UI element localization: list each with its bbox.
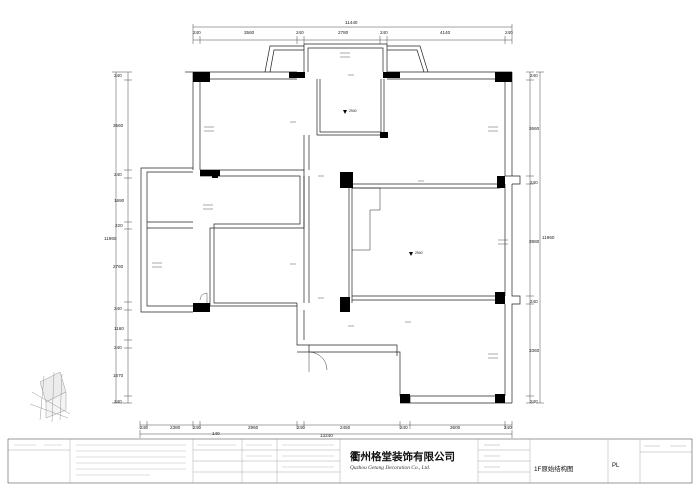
dim-bottom-6: 2450 <box>340 425 351 430</box>
dim-overall-top: 11440 <box>345 20 358 25</box>
dim-overall-bottom: 13240 <box>320 433 333 438</box>
drawing-title: 1F原始结构图 <box>534 464 573 473</box>
dim-left-11: 240 <box>114 399 122 404</box>
dim-left-6: 2760 <box>113 264 124 269</box>
dim-right-5: 240 <box>530 299 538 304</box>
dimension-text-top: 11440 240 3560 240 2780 240 4140 240 <box>193 20 513 35</box>
dimension-text-bottom: 240 2380 240 2960 240 2450 240 3600 240 … <box>140 425 512 438</box>
dim-bottom-7: 240 <box>400 425 408 430</box>
dim-bottom-8: 3600 <box>450 425 461 430</box>
dim-left-1: 240 <box>114 73 122 78</box>
elevation-label-2: 2940 <box>415 251 423 255</box>
dim-right-1: 240 <box>530 73 538 78</box>
dim-top-3: 240 <box>296 30 304 35</box>
drawing-code: PL <box>612 463 620 469</box>
dim-left-3: 240 <box>114 172 122 177</box>
structural-columns <box>193 72 512 403</box>
dim-bottom-9: 240 <box>504 425 512 430</box>
dim-left-9: 240 <box>114 345 122 350</box>
dim-left-5: 220 <box>115 223 123 228</box>
dim-bottom-5: 240 <box>297 425 305 430</box>
dim-left-2: 3560 <box>113 123 124 128</box>
dim-left-7: 240 <box>114 306 122 311</box>
dim-right-3: 240 <box>530 180 538 185</box>
dimension-text-right: 240 3660 240 3980 11960 240 3360 240 <box>529 73 555 404</box>
dim-bottom-3: 240 <box>193 425 201 430</box>
dim-top-4: 2780 <box>338 30 349 35</box>
dim-bottom-4: 2960 <box>248 425 259 430</box>
dim-overall-right: 11960 <box>542 235 555 240</box>
elevation-label-1: 2940 <box>349 109 357 113</box>
dimension-lines <box>112 24 544 438</box>
company-name-cn: 衢州格堂装饰有限公司 <box>350 450 455 463</box>
dim-right-6: 3360 <box>529 348 540 353</box>
company-name-en: Quzhou Getang Decoration Co., Ltd. <box>350 465 430 471</box>
dim-bottom-1: 240 <box>140 425 148 430</box>
dim-bottom-sub: 140 <box>212 431 220 436</box>
elevation-marker-2: 2940 <box>409 251 423 256</box>
company-logo-watermark <box>29 371 71 423</box>
dimension-text-left: 240 3560 240 1690 220 11960 2760 240 116… <box>104 73 125 404</box>
dim-left-10: 1670 <box>113 373 124 378</box>
dim-left-4: 1690 <box>114 198 125 203</box>
dim-right-2: 3660 <box>529 126 540 131</box>
dim-top-6: 4140 <box>440 30 451 35</box>
dim-right-7: 240 <box>530 399 538 404</box>
elevation-marker-1: 2940 <box>343 109 357 114</box>
dim-top-7: 240 <box>505 30 513 35</box>
dim-left-8: 1160 <box>114 326 124 331</box>
dim-top-1: 240 <box>193 30 201 35</box>
dim-bottom-2: 2380 <box>170 425 181 430</box>
dim-right-4: 3980 <box>529 239 540 244</box>
dim-overall-left: 11960 <box>104 236 117 241</box>
dim-top-2: 3560 <box>244 30 255 35</box>
title-block: 衢州格堂装饰有限公司 Quzhou Getang Decoration Co.,… <box>7 438 693 484</box>
dim-top-5: 240 <box>380 30 388 35</box>
room-annotation-marks <box>152 52 508 359</box>
walls <box>140 43 521 404</box>
